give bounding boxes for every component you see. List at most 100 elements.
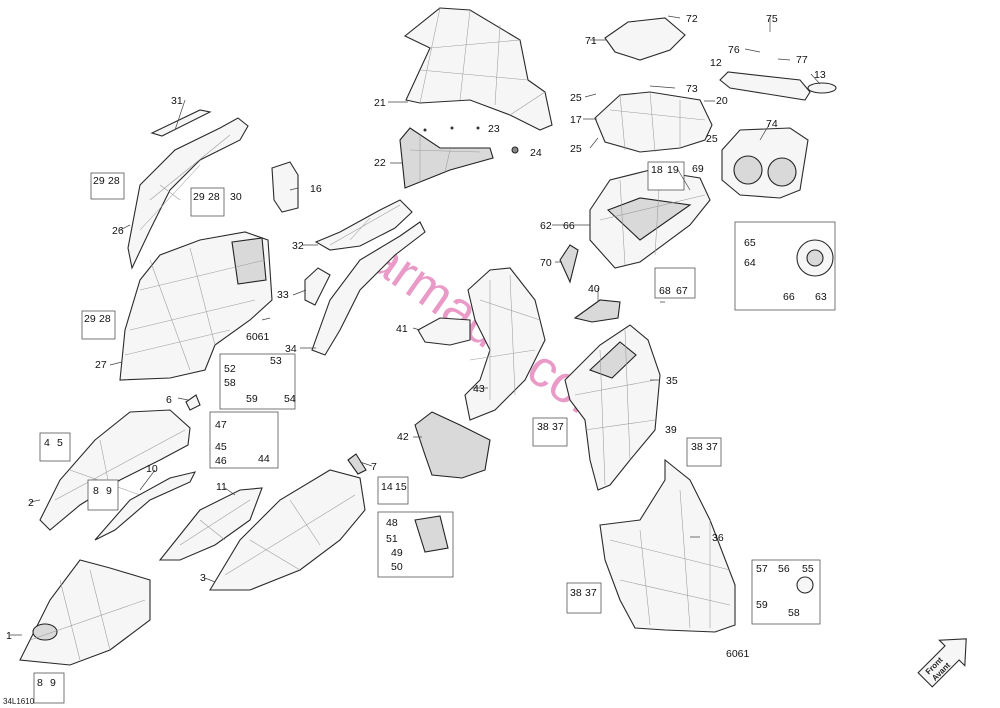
inner-panel-34-part[interactable]	[311, 221, 426, 356]
svg-text:29: 29	[84, 313, 96, 325]
svg-text:64: 64	[744, 257, 756, 269]
panel-42-part[interactable]	[414, 411, 491, 479]
svg-text:28: 28	[99, 313, 111, 325]
front-nose-1-part[interactable]	[19, 559, 151, 666]
svg-text:25: 25	[570, 92, 582, 104]
leader-lines	[10, 15, 821, 636]
lower-windscreen-part[interactable]	[399, 127, 494, 189]
svg-text:26: 26	[112, 225, 124, 237]
box-38-37-c	[566, 582, 602, 614]
svg-text:29: 29	[193, 191, 205, 203]
svg-text:19: 19	[667, 164, 679, 176]
panel-41-part[interactable]	[417, 317, 471, 346]
box-8-9-b	[33, 672, 65, 704]
front-direction-arrow: Front Avant	[917, 638, 967, 688]
svg-text:34: 34	[285, 343, 297, 355]
svg-text:15: 15	[395, 481, 407, 493]
svg-text:13: 13	[814, 69, 826, 81]
svg-text:55: 55	[802, 563, 814, 575]
svg-text:6061: 6061	[726, 648, 750, 660]
svg-text:1: 1	[6, 630, 12, 642]
windshield-part[interactable]	[403, 7, 553, 131]
front-fairing-35-part[interactable]	[564, 324, 661, 491]
side-panel-3-part[interactable]	[209, 469, 366, 591]
rail-12-part[interactable]	[719, 71, 811, 101]
svg-text:33: 33	[277, 289, 289, 301]
svg-text:6: 6	[166, 394, 172, 406]
svg-text:46: 46	[215, 455, 227, 467]
box-67-68	[654, 267, 696, 299]
box-18-19	[647, 161, 685, 191]
box-29-28-b	[190, 187, 225, 217]
svg-text:69: 69	[692, 163, 704, 175]
svg-text:22: 22	[374, 157, 386, 169]
vent-40-part[interactable]	[573, 299, 621, 323]
svg-text:74: 74	[766, 118, 778, 130]
svg-text:8: 8	[37, 677, 43, 689]
frame-17-part[interactable]	[594, 91, 713, 153]
strip-10-part[interactable]	[94, 471, 197, 541]
svg-text:76: 76	[728, 44, 740, 56]
svg-text:58: 58	[788, 607, 800, 619]
svg-text:54: 54	[284, 393, 296, 405]
svg-text:41: 41	[396, 323, 408, 335]
svg-text:14: 14	[381, 481, 393, 493]
svg-text:58: 58	[224, 377, 236, 389]
cap-13-part[interactable]	[807, 82, 837, 94]
svg-text:38: 38	[691, 441, 703, 453]
svg-text:53: 53	[270, 355, 282, 367]
housing-74-part[interactable]	[721, 127, 809, 199]
box-55-59	[751, 559, 821, 625]
box-38-37-a	[532, 417, 568, 447]
svg-text:20: 20	[716, 95, 728, 107]
trim-strip-part[interactable]	[150, 109, 212, 137]
svg-text:16: 16	[310, 183, 322, 195]
panel-43-part[interactable]	[464, 267, 546, 421]
svg-text:68: 68	[659, 285, 671, 297]
cover-71-part[interactable]	[604, 17, 686, 61]
svg-text:66: 66	[783, 291, 795, 303]
box-14-15	[377, 476, 409, 505]
part-labels: 21 22 23 24 31 26 27 16 30 32 33 34 6061…	[6, 13, 827, 689]
svg-text:21: 21	[374, 97, 386, 109]
svg-text:44: 44	[258, 453, 270, 465]
drawing-code: 34L1610	[3, 697, 35, 706]
inner-panel-33-part[interactable]	[304, 267, 331, 306]
side-panel-upper-part[interactable]	[127, 117, 249, 270]
svg-text:36: 36	[712, 532, 724, 544]
svg-text:49: 49	[391, 547, 403, 559]
svg-text:63: 63	[815, 291, 827, 303]
svg-text:56: 56	[778, 563, 790, 575]
side-panel-2-part[interactable]	[39, 409, 191, 531]
svg-text:42: 42	[397, 431, 409, 443]
clip-6-part[interactable]	[185, 394, 201, 411]
svg-text:38: 38	[537, 421, 549, 433]
inner-panel-32-part[interactable]	[314, 199, 413, 251]
svg-text:72: 72	[686, 13, 698, 25]
svg-text:40: 40	[588, 283, 600, 295]
panel-11-part[interactable]	[158, 487, 263, 561]
svg-text:7: 7	[371, 461, 377, 473]
svg-text:12: 12	[710, 57, 722, 69]
svg-text:9: 9	[106, 485, 112, 497]
svg-text:70: 70	[540, 257, 552, 269]
svg-text:38: 38	[570, 587, 582, 599]
bracket-16-part[interactable]	[271, 161, 299, 213]
svg-text:29: 29	[93, 175, 105, 187]
headlight-62-part[interactable]	[589, 169, 711, 269]
front-side-panel-part[interactable]	[119, 231, 273, 381]
svg-text:59: 59	[246, 393, 258, 405]
reflector-70-part[interactable]	[559, 244, 579, 284]
clip-7-part[interactable]	[347, 453, 367, 475]
svg-text:2: 2	[28, 497, 34, 509]
svg-text:4: 4	[44, 437, 50, 449]
lower-fairing-36-part[interactable]	[599, 458, 736, 633]
svg-text:9: 9	[50, 677, 56, 689]
svg-text:48: 48	[386, 517, 398, 529]
svg-text:28: 28	[108, 175, 120, 187]
svg-text:10: 10	[146, 463, 158, 475]
svg-text:25: 25	[570, 143, 582, 155]
svg-text:37: 37	[552, 421, 564, 433]
svg-text:27: 27	[95, 359, 107, 371]
